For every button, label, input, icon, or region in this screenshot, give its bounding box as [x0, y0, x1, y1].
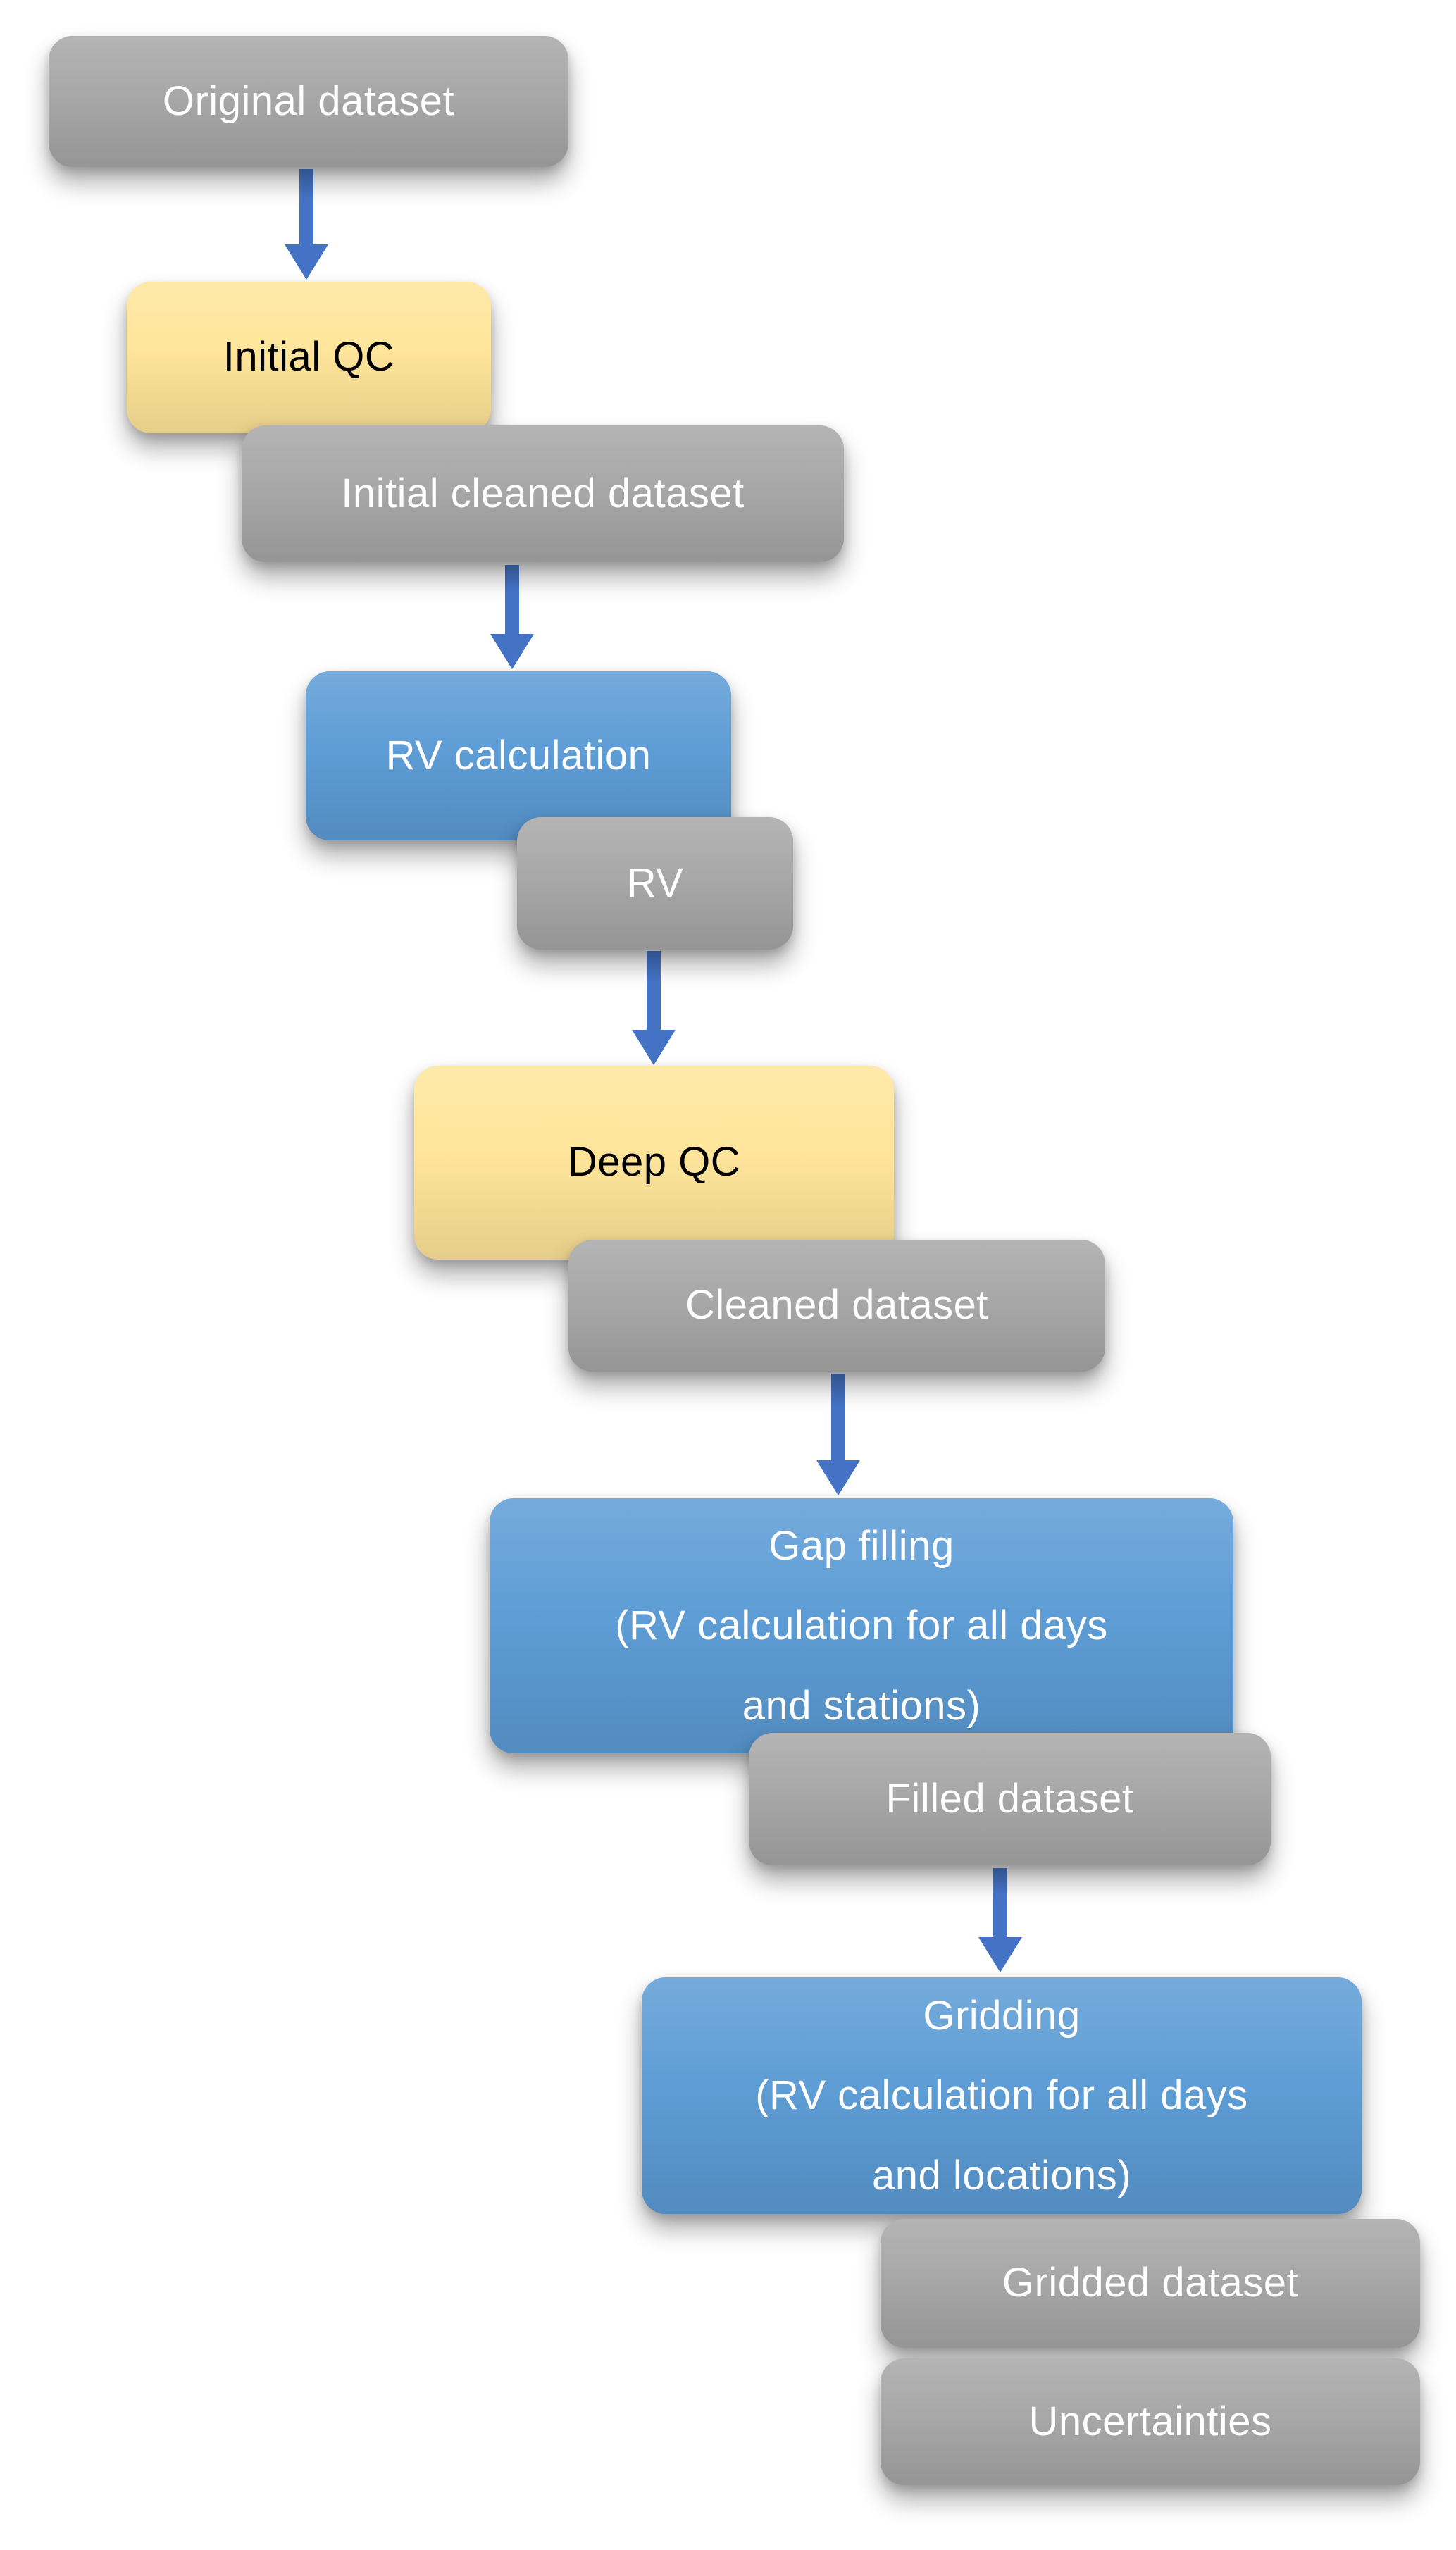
arrow-shaft: [299, 169, 313, 244]
node-label-line: Deep QC: [567, 1139, 741, 1186]
node-label: Cleaned dataset: [568, 1279, 1105, 1331]
node-original-dataset: Original dataset: [49, 36, 568, 167]
node-label-line: Original dataset: [162, 77, 455, 124]
arrow-down-icon: [632, 1030, 676, 1065]
node-label: Gridded dataset: [881, 2257, 1420, 2309]
node-label: Deep QC: [414, 1136, 894, 1188]
arrow-shaft: [505, 565, 519, 634]
arrow-down-icon: [285, 244, 328, 280]
node-label: Initial QC: [127, 331, 491, 383]
node-label-line: Cleaned dataset: [685, 1282, 988, 1329]
node-label-line: Gap filling: [769, 1523, 954, 1569]
node-cleaned-dataset: Cleaned dataset: [568, 1240, 1105, 1372]
node-label: Gridding (RV calculation for all days an…: [642, 1976, 1362, 2215]
node-gridding: Gridding (RV calculation for all days an…: [642, 1977, 1362, 2214]
node-deep-qc: Deep QC: [414, 1066, 894, 1260]
node-uncertainties: Uncertainties: [881, 2358, 1420, 2485]
node-label-line: RV calculation: [385, 732, 652, 778]
node-label-line: Gridding: [923, 1993, 1081, 2039]
node-label-line: and locations): [871, 2152, 1132, 2198]
node-label-line: Uncertainties: [1028, 2398, 1272, 2444]
node-label-line: (RV calculation for all days: [755, 2072, 1248, 2119]
node-label-line: (RV calculation for all days: [615, 1603, 1108, 1649]
flow-arrow-rv-to-deep-qc: [632, 951, 676, 1065]
node-gap-filling: Gap filling (RV calculation for all days…: [490, 1498, 1233, 1753]
node-label: RV calculation: [306, 730, 731, 782]
node-initial-qc: Initial QC: [127, 282, 491, 433]
node-label: Initial cleaned dataset: [242, 468, 844, 520]
node-label: Filled dataset: [749, 1773, 1271, 1825]
arrow-down-icon: [816, 1460, 860, 1495]
node-label: Original dataset: [49, 75, 568, 128]
node-label-line: and stations): [742, 1682, 981, 1729]
arrow-shaft: [647, 951, 661, 1030]
node-label: Gap filling (RV calculation for all days…: [490, 1506, 1233, 1745]
flow-arrow-cleaned-to-gap-filling: [816, 1374, 860, 1495]
node-gridded-dataset: Gridded dataset: [881, 2219, 1420, 2348]
node-label: Uncertainties: [881, 2396, 1420, 2448]
flow-arrow-initial-cleaned-to-rv-calculation: [490, 565, 534, 669]
arrow-down-icon: [490, 634, 534, 669]
node-label-line: Initial cleaned dataset: [341, 470, 745, 516]
node-label-line: Gridded dataset: [1002, 2260, 1299, 2306]
arrow-shaft: [993, 1868, 1007, 1937]
node-initial-cleaned-dataset: Initial cleaned dataset: [242, 425, 844, 562]
flow-arrow-original-to-initial-qc: [285, 169, 328, 280]
arrow-down-icon: [978, 1937, 1022, 1972]
node-rv-calculation: RV calculation: [306, 671, 731, 840]
node-label-line: Filled dataset: [885, 1775, 1134, 1822]
flow-arrow-filled-to-gridding: [978, 1868, 1022, 1972]
node-label-line: Initial QC: [223, 334, 395, 380]
node-label: RV: [517, 857, 793, 909]
node-rv: RV: [517, 817, 793, 950]
arrow-shaft: [831, 1374, 845, 1460]
node-label-line: RV: [626, 859, 684, 906]
node-filled-dataset: Filled dataset: [749, 1733, 1271, 1865]
